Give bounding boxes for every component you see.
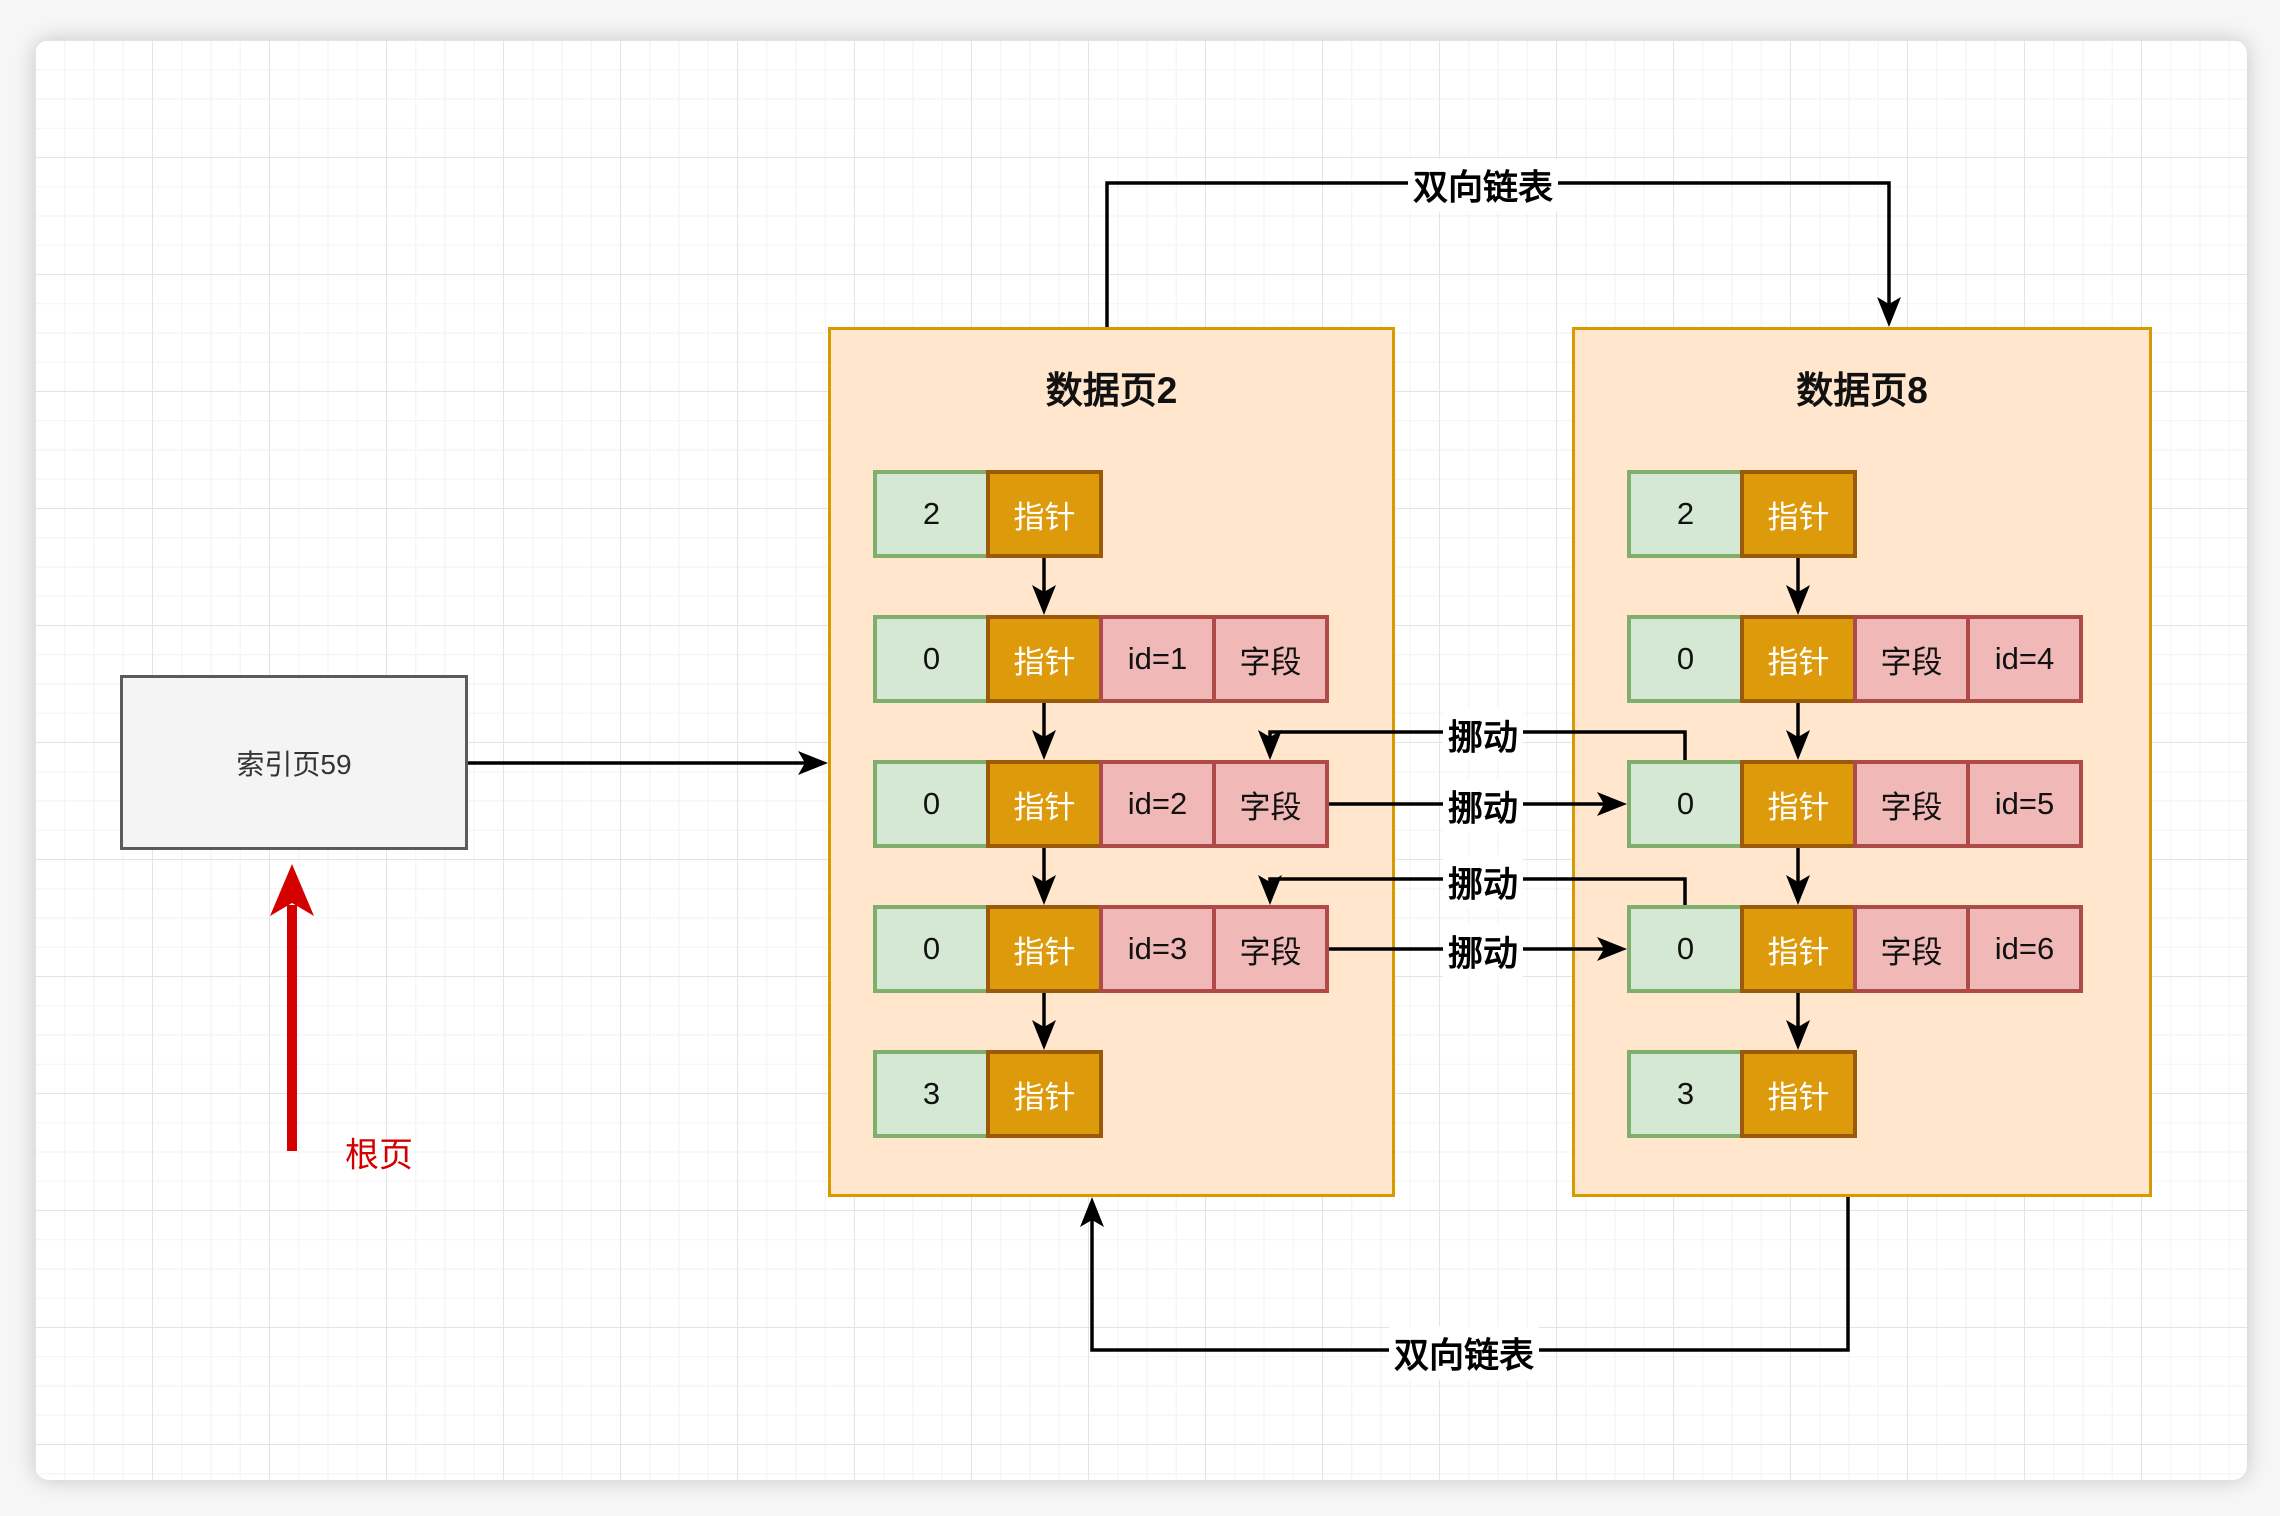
slot-cell: 0	[873, 615, 990, 703]
id-cell: id=3	[1099, 905, 1216, 993]
slot-cell: 2	[873, 470, 990, 558]
field-cell: 字段	[1853, 615, 1970, 703]
slot-cell: 0	[1627, 760, 1744, 848]
slot-cell: 0	[1627, 905, 1744, 993]
move-label-1: 挪动	[1442, 708, 1524, 762]
pointer-cell: 指针	[1740, 1050, 1857, 1138]
slot-cell: 2	[1627, 470, 1744, 558]
pointer-cell: 指针	[1740, 905, 1857, 993]
id-cell: id=5	[1966, 760, 2083, 848]
pointer-cell: 指针	[1740, 760, 1857, 848]
move-label-3: 挪动	[1442, 855, 1524, 909]
field-cell: 字段	[1212, 615, 1329, 703]
pointer-cell: 指针	[986, 615, 1103, 703]
slot-cell: 3	[1627, 1050, 1744, 1138]
data-page-2-title: 数据页2	[1045, 370, 1178, 411]
id-cell: id=6	[1966, 905, 2083, 993]
index-page-node: 索引页59	[120, 675, 468, 850]
slot-cell: 0	[873, 760, 990, 848]
field-cell: 字段	[1212, 760, 1329, 848]
id-cell: id=2	[1099, 760, 1216, 848]
field-cell: 字段	[1853, 905, 1970, 993]
slot-cell: 0	[1627, 615, 1744, 703]
pointer-cell: 指针	[986, 905, 1103, 993]
pointer-cell: 指针	[986, 1050, 1103, 1138]
pointer-cell: 指针	[1740, 470, 1857, 558]
slot-cell: 0	[873, 905, 990, 993]
doubly-linked-list-label-bottom: 双向链表	[1388, 1326, 1540, 1380]
id-cell: id=4	[1966, 615, 2083, 703]
field-cell: 字段	[1212, 905, 1329, 993]
field-cell: 字段	[1853, 760, 1970, 848]
move-label-4: 挪动	[1442, 924, 1524, 978]
data-page-8-title: 数据页8	[1796, 370, 1928, 411]
move-label-2: 挪动	[1442, 779, 1524, 833]
pointer-cell: 指针	[1740, 615, 1857, 703]
pointer-cell: 指针	[986, 760, 1103, 848]
pointer-cell: 指针	[986, 470, 1103, 558]
doubly-linked-list-label-top: 双向链表	[1407, 158, 1559, 212]
root-page-label: 根页	[345, 1136, 413, 1175]
slot-cell: 3	[873, 1050, 990, 1138]
id-cell: id=1	[1099, 615, 1216, 703]
